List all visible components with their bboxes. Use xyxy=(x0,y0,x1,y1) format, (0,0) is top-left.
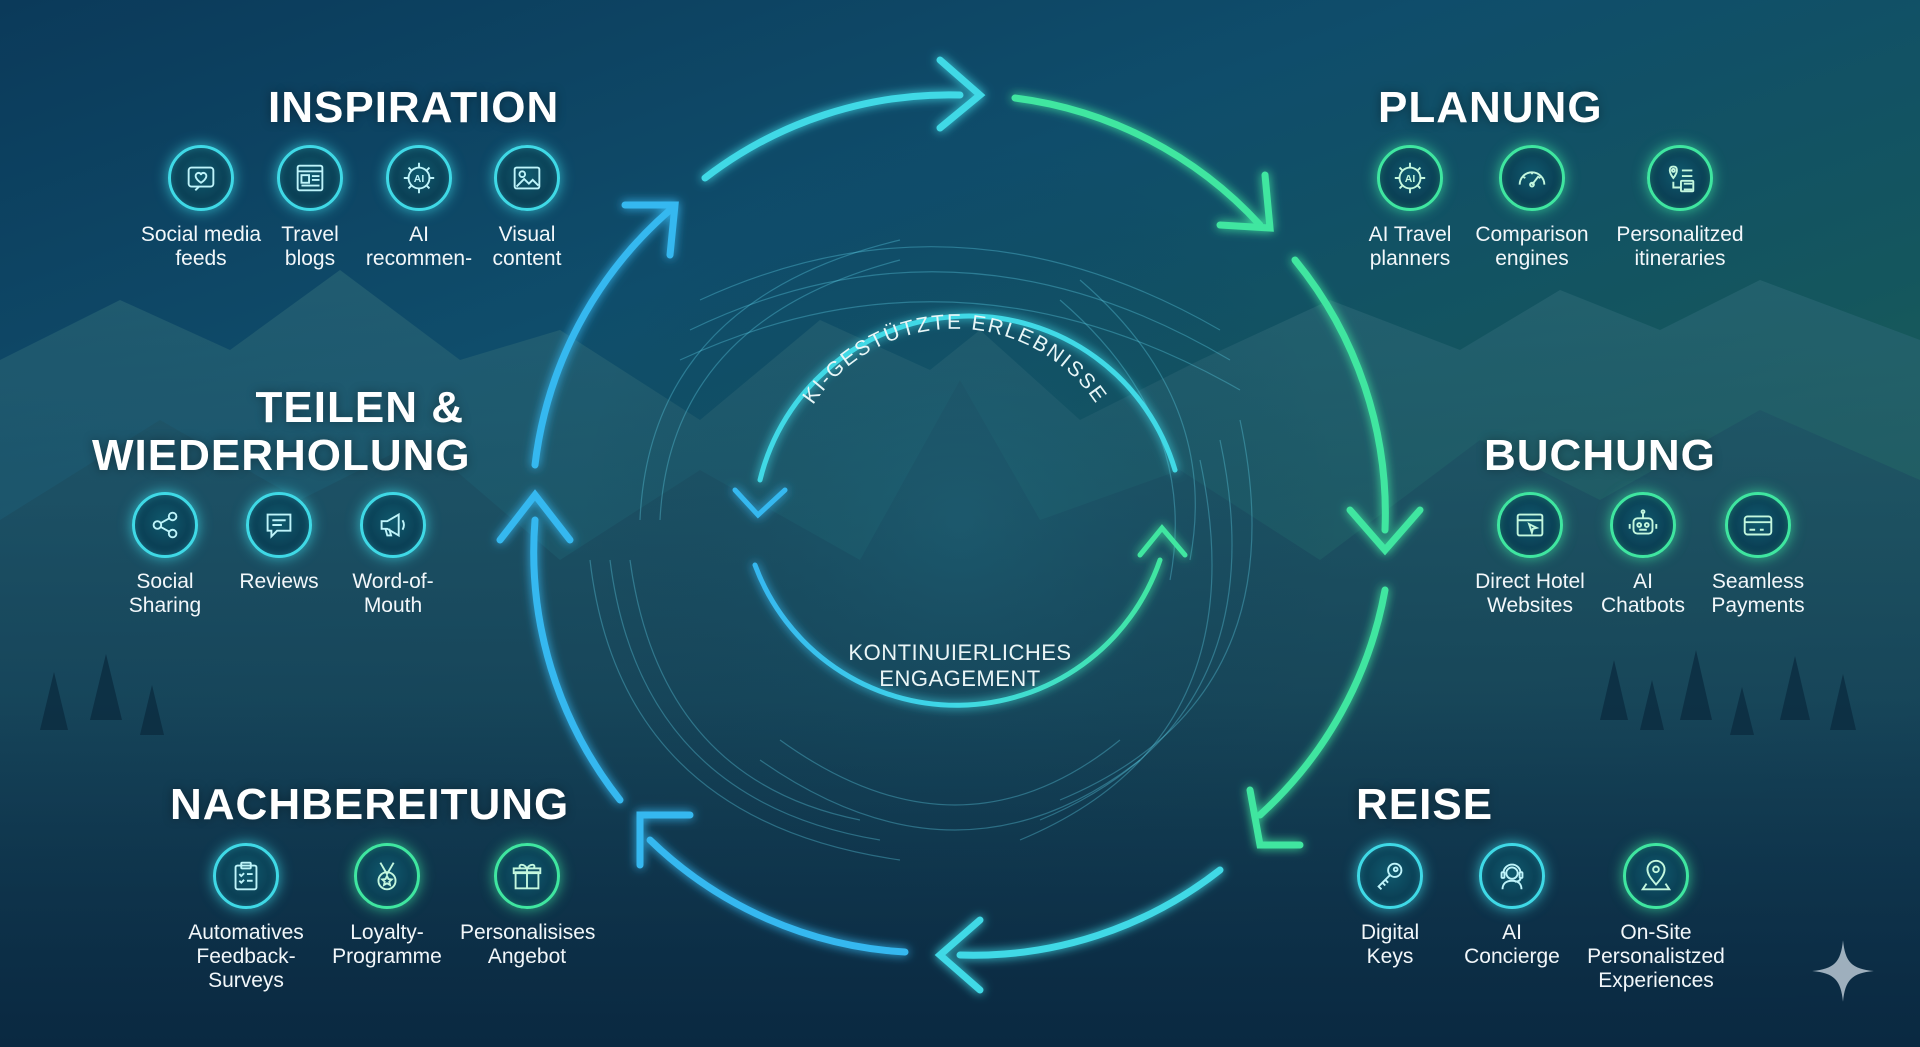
arrowhead-top xyxy=(936,56,986,132)
outer-arc-right xyxy=(1291,256,1389,534)
item-label: Personalitzed itineraries xyxy=(1616,223,1744,270)
item-label: Social Sharing xyxy=(128,570,202,617)
item-personalisises-angebot: Personalisises Angebot xyxy=(460,843,596,969)
phase-title-inspiration: INSPIRATION xyxy=(268,83,560,132)
item-label: Digital Keys xyxy=(1360,921,1420,968)
svg-text:AI: AI xyxy=(1405,174,1416,185)
arrowhead-bottom xyxy=(934,916,984,994)
item-label: Word-of- Mouth xyxy=(352,570,434,617)
item-ai-concierge: AI Concierge xyxy=(1450,843,1574,969)
arrowhead-bottomleft xyxy=(636,811,694,869)
gauge-icon xyxy=(1499,145,1565,211)
item-automatives-feedback-surveys: Automatives Feedback- Surveys xyxy=(184,843,308,993)
item-seamless-payments: Seamless Payments xyxy=(1696,492,1820,618)
item-label: Personalisises Angebot xyxy=(460,921,596,968)
item-label: Loyalty- Programme xyxy=(332,921,442,968)
item-personalized-itineraries: Personalitzed itineraries xyxy=(1614,145,1746,271)
item-direct-hotel-websites: Direct Hotel Websites xyxy=(1464,492,1596,618)
outer-arc-bottomleft xyxy=(646,836,909,956)
chat-bubble-icon xyxy=(246,492,312,558)
route-pin-icon xyxy=(1647,145,1713,211)
item-label: Automatives Feedback- Surveys xyxy=(188,921,304,992)
outer-arc-bottomright xyxy=(1256,586,1389,819)
item-label: Comparison engines xyxy=(1475,223,1589,270)
outer-arc-topright xyxy=(1011,94,1264,229)
inner-arrowhead-right xyxy=(1137,524,1188,558)
ai-chip-icon: AI xyxy=(1377,145,1443,211)
swirl-lines xyxy=(589,239,1253,861)
item-social-media-feeds: Social media feeds xyxy=(139,145,263,271)
medal-icon xyxy=(354,843,420,909)
phase-title-nachbereitung: NACHBEREITUNG xyxy=(170,780,570,829)
item-visual-content: Visual content xyxy=(465,145,589,271)
inner-arrowhead-left xyxy=(732,487,788,519)
arrowhead-topright xyxy=(1216,171,1274,232)
item-reviews: Reviews xyxy=(217,492,341,594)
inner-arc-top xyxy=(757,313,1178,483)
browser-cursor-icon xyxy=(1497,492,1563,558)
phase-title-buchung: BUCHUNG xyxy=(1484,431,1716,480)
item-label: Travel blogs xyxy=(281,223,339,270)
robot-icon xyxy=(1610,492,1676,558)
item-label: Reviews xyxy=(239,570,319,593)
item-travel-blogs: Travel blogs xyxy=(248,145,372,271)
item-label: AI Concierge xyxy=(1464,921,1560,968)
heart-feed-icon xyxy=(168,145,234,211)
headset-icon xyxy=(1479,843,1545,909)
item-label: AI Chatbots xyxy=(1600,570,1686,617)
outer-arc-bottom xyxy=(956,866,1224,959)
center-core-text: KONTINUIERLICHES ENGAGEMENT xyxy=(848,640,1072,691)
arrowhead-bottomright xyxy=(1246,786,1304,849)
item-label: Seamless Payments xyxy=(1711,570,1805,617)
item-social-sharing: Social Sharing xyxy=(103,492,227,618)
ai-chip-icon: AI xyxy=(386,145,452,211)
item-ai-chatbots: AI Chatbots xyxy=(1581,492,1705,618)
map-pin-icon xyxy=(1623,843,1689,909)
blog-page-icon xyxy=(277,145,343,211)
sparkle-icon xyxy=(1812,940,1874,1002)
arrowhead-left xyxy=(496,489,574,544)
item-on-site-personalized-experiences: On-Site Personalistzed Experiences xyxy=(1574,843,1738,993)
outer-arc-top xyxy=(701,91,964,182)
phase-title-reise: REISE xyxy=(1356,780,1494,829)
share-icon xyxy=(132,492,198,558)
item-ai-travel-planners: AI AI Travel planners xyxy=(1348,145,1472,271)
item-label: Visual content xyxy=(492,223,562,270)
item-label: AI recommen- xyxy=(365,223,473,270)
arrowhead-right xyxy=(1346,506,1424,556)
image-icon xyxy=(494,145,560,211)
item-label: Social media feeds xyxy=(140,223,262,270)
item-label: Direct Hotel Websites xyxy=(1475,570,1585,617)
item-word-of-mouth: Word-of- Mouth xyxy=(331,492,455,618)
gift-icon xyxy=(494,843,560,909)
item-label: On-Site Personalistzed Experiences xyxy=(1587,921,1725,992)
outer-arc-topleft xyxy=(531,206,674,469)
phase-title-planung: PLANUNG xyxy=(1378,83,1603,132)
item-ai-recommendations: AI AI recommen- xyxy=(357,145,481,271)
item-comparison-engines: Comparison engines xyxy=(1470,145,1594,271)
phase-title-teilen: TEILEN & WIEDERHOLUNG xyxy=(92,383,471,480)
inner-arc-bottom xyxy=(752,557,1163,708)
item-label: AI Travel planners xyxy=(1368,223,1452,270)
key-icon xyxy=(1357,843,1423,909)
outer-arc-left xyxy=(530,516,624,804)
item-digital-keys: Digital Keys xyxy=(1328,843,1452,969)
clipboard-icon xyxy=(213,843,279,909)
arrowhead-topleft xyxy=(621,201,679,259)
svg-text:AI: AI xyxy=(414,174,425,185)
credit-card-icon xyxy=(1725,492,1791,558)
megaphone-icon xyxy=(360,492,426,558)
item-loyalty-programme: Loyalty- Programme xyxy=(325,843,449,969)
